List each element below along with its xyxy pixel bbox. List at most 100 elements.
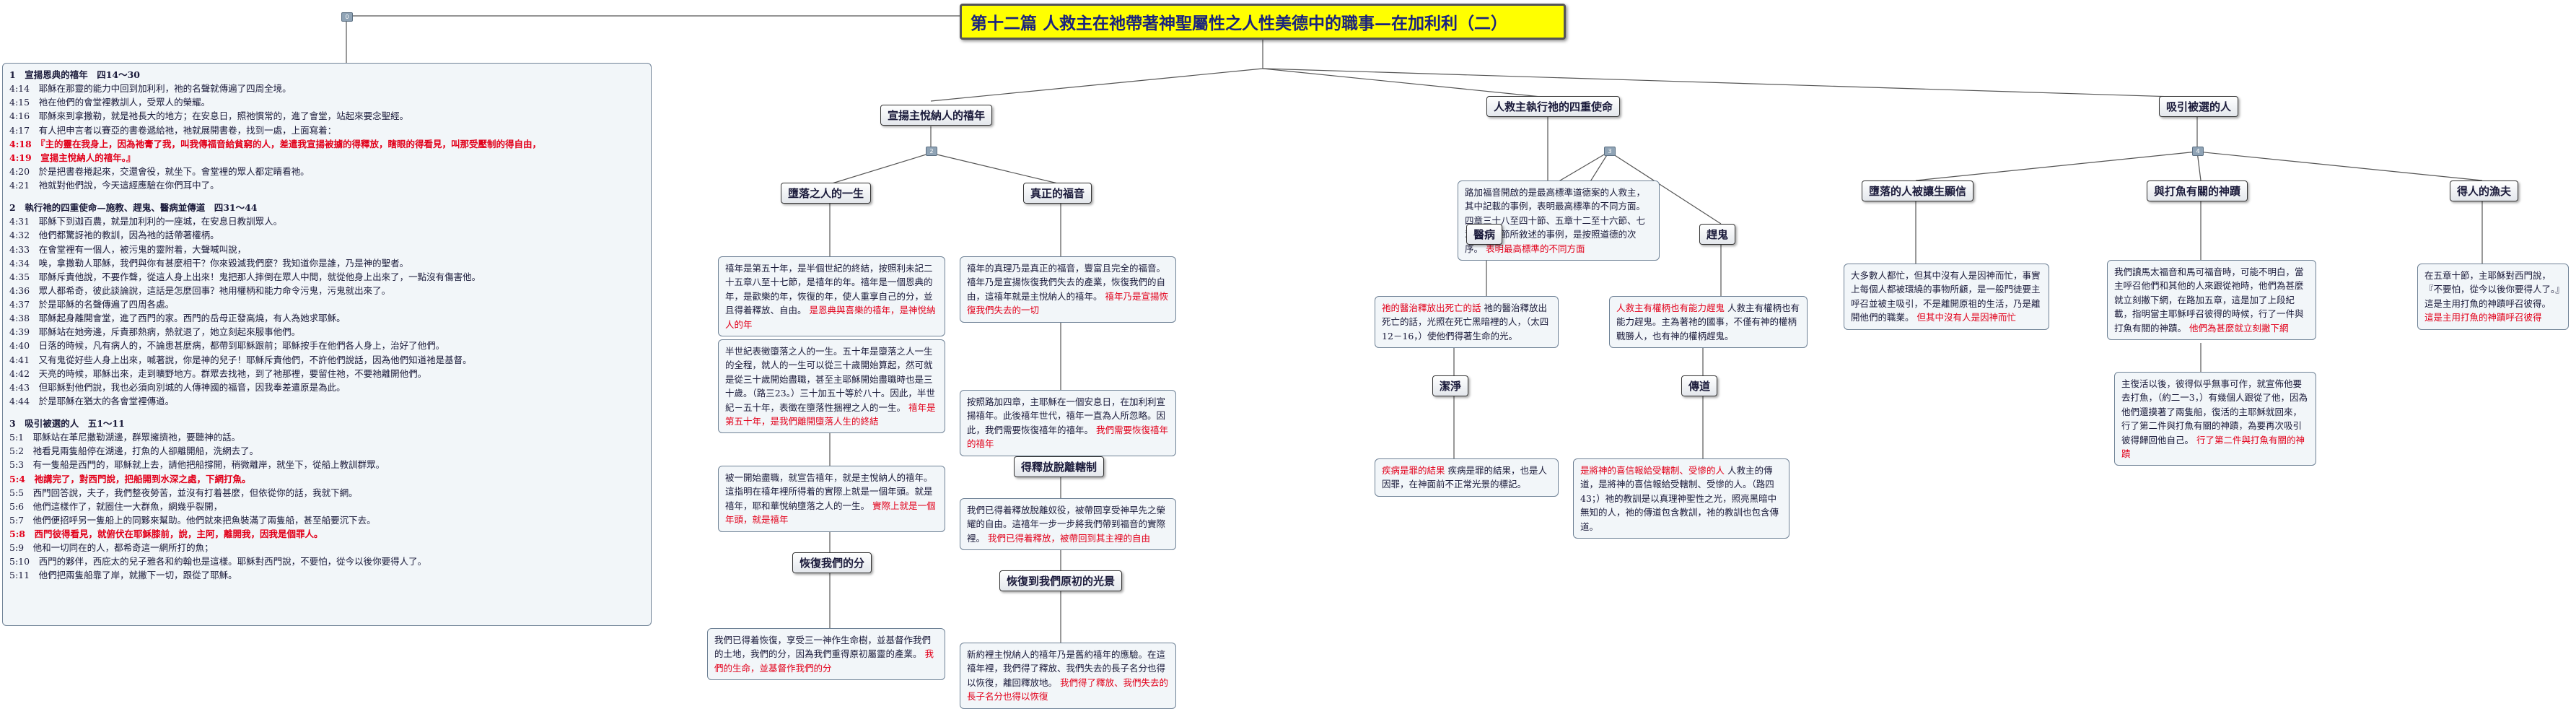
topic-number-marker: 2 [926,147,937,156]
verse: 4:42 天亮的時候，耶穌出來，走到曠野地方。群眾去找祂，到了祂那裡，要留住祂，… [9,367,427,379]
note-text: 按照路加四章，主耶穌在一個安息日，在加利利宣揚禧年。此後禧年世代，禧年一直為人所… [967,396,1166,435]
verse: 5:5 西門回答說，夫子，我們整夜勞苦，並沒有打着甚麼，但依從你的話，我就下網。 [9,487,358,498]
verse: 4:41 又有鬼從好些人身上出來，喊著說，你是神的兒子！耶穌斥責他們，不許他們說… [9,354,472,365]
branch-label: 吸引被選的人 [2166,100,2232,113]
note-recover-portion: 我們已得着恢復，享受三一神作生命樹，並基督作我們的土地，我們的分，因為我們重得原… [707,628,945,681]
central-topic[interactable]: 第十二篇 人救主在祂帶著神聖屬性之人性美德中的職事—在加利利（二） [960,4,1566,40]
note-preach: 是將神的喜信報給受轄制、受慘的人 人救主的傳道，是將神的喜信報給受轄制、受慘的人… [1573,458,1789,539]
branch-label: 人救主執行祂的四重使命 [1494,100,1613,113]
note-fishing-miracle: 我們讀馬太福音和馬可福音時，可能不明白，當主呼召他們和其他的人來跟從祂時，他們為… [2107,260,2316,340]
subtopic-label: 真正的福音 [1030,187,1085,200]
note-second-miracle: 主復活以後，彼得似乎無事可作，就宣佈他要去打魚，（約二一3，）有幾個人跟從了他，… [2114,372,2316,466]
note-highlight: 這是主用打魚的神蹟呼召彼得 [2424,312,2542,323]
verse: 4:15 祂在他們的會堂裡教訓人，受眾人的榮耀。 [9,97,211,108]
note-highlight: 祂的醫治釋放出死亡的話 [1382,303,1481,313]
note-text: 祂的醫治釋放出死亡的話，光照在死亡黑暗裡的人，（太四12－16，）使他們得著生命… [1382,303,1549,342]
note-highlight: 人救主有權柄也有能力趕鬼 [1616,303,1725,313]
verse: 4:31 耶穌下到迦百農，就是加利利的一座城，在安息日教訓眾人。 [9,216,283,227]
verse: 5:10 西門的夥伴，西庇太的兒子雅各和約翰也是這樣。耶穌對西門說，不要怕，從今… [9,556,427,567]
subtopic-fishing-miracle[interactable]: 與打魚有關的神蹟 [2147,180,2248,201]
subtopic-true-gospel[interactable]: 真正的福音 [1023,183,1092,204]
verse: 5:2 祂看見兩隻船停在湖邊，打魚的人卻離開船，洗網去了。 [9,445,259,457]
section-title: 3 吸引被選的人 五1～11 [9,418,125,429]
verse: 4:39 耶穌站在她旁邊，斥責那熱病，熱就退了，她立刻起來服事他們。 [9,326,301,338]
verse: 5:3 有一隻船是西門的，耶穌就上去，請他把船撐開，稍微離岸，就坐下，從船上教訓… [9,459,385,471]
verse: 4:35 耶穌斥責他說，不要作聲，從這人身上出來！鬼把那人摔倒在眾人中間，就從他… [9,271,481,282]
branch-topic-fourfold-mission[interactable]: 人救主執行祂的四重使命 [1486,96,1621,117]
topic-number-marker: 4 [2192,147,2204,156]
subtopic-label: 墮落的人被讓生顯信 [1869,185,1967,198]
note-highlight: 是恩典與喜樂的禧年，是神悅納人的年 [725,305,936,330]
note-cast-out: 人救主有權柄也有能力趕鬼 人救主有權柄也有能力趕鬼。主為著祂的國事，不僅有神的權… [1609,296,1808,349]
verse: 5:11 他們把兩隻船靠了岸，就撇下一切，跟從了耶穌。 [9,570,237,581]
note-text: 人救主有權柄也有能力趕鬼。主為著祂的國事，不僅有神的權柄戰勝人，也有神的權柄趕鬼… [1616,303,1800,342]
branch-topic-attract-elect[interactable]: 吸引被選的人 [2159,96,2239,117]
note-half-century: 半世紀表徵墮落之人的一生。五十年是墮落之人一生的全程，就人的一生可以從三十歲開始… [718,339,945,434]
verse: 4:40 日落的時候，凡有病人的，不論患甚麼病，都帶到耶穌跟前；耶穌按手在他們各… [9,340,445,352]
subtopic-label: 潔淨 [1440,380,1462,393]
note-text: 我們已得着恢復，享受三一神作生命樹，並基督作我們的土地，我們的分，因為我們重得原… [714,635,932,660]
note-proclaim-jubilee: 按照路加四章，主耶穌在一個安息日，在加利利宣揚禧年。此後禧年世代，禧年一直為人所… [960,390,1176,456]
note-text: 主復活以後，彼得似乎無事可作，就宣佈他要去打魚，（約二一3，）有幾個人跟從了他，… [2121,378,2308,445]
note-gospel-truth: 禧年的真理乃是真正的福音，豐富且完全的福音。禧年乃是宣揚恢復我們失去的產業，恢復… [960,256,1176,323]
subtopic-cast-out[interactable]: 趕鬼 [1699,224,1736,245]
verse-highlight: 4:18 『主的靈在我身上，因為祂膏了我，叫我傳福音給貧窮的人，差遣我宣揚被擄的… [9,138,541,149]
topic-number-marker: 3 [1604,147,1616,156]
scripture-reading-note: 1 宣揚恩典的禧年 四14～30 4:14 耶穌在那靈的能力中回到加利利，祂的名… [2,63,652,626]
note-released: 我們已得着釋放脫離奴役，被帶回享受神早先之榮耀的自由。這禧年一步一步將我們帶到福… [960,498,1176,551]
verse: 5:7 他們便招呼另一隻船上的同夥來幫助。他們就來把魚裝滿了兩隻船，甚至船要沉下… [9,514,376,526]
subtopic-fallen-life[interactable]: 墮落之人的一生 [781,183,872,204]
subtopic-preach[interactable]: 傳道 [1681,375,1718,396]
verse: 4:21 祂就對他們說，今天這經應驗在你們耳中了。 [9,180,219,191]
verse: 4:33 在會堂裡有一個人，被污鬼的靈附着，大聲喊叫說， [9,243,247,255]
note-acceptable-year: 被一開始盡職，就宣告禧年，就是主悅納人的禧年。這指明在禧年裡所得着的實際上就是一… [718,466,945,532]
note-text: 我們讀馬太福音和馬可福音時，可能不明白，當主呼召他們和其他的人來跟從祂時，他們為… [2114,266,2304,334]
note-highlight: 疾病是罪的結果 [1382,465,1445,476]
branch-topic-jubilee[interactable]: 宣揚主悅納人的禧年 [880,105,993,126]
mindmap-connectors [346,15,2483,643]
verse-highlight: 5:4 祂講完了，對西門說，把船開到水深之處，下網打魚。 [9,473,251,484]
verse: 4:37 於是耶穌的名聲傳遍了四周各處。 [9,299,175,310]
subtopic-label: 與打魚有關的神蹟 [2154,185,2241,198]
note-highlight: 我們的生命，並基督作我們的分 [714,648,934,674]
verse-highlight: 5:8 西門彼得看見，就俯伏在耶穌膝前，說，主阿，離開我，因我是個罪人。 [9,529,323,539]
subtopic-fallen-elect[interactable]: 墮落的人被讓生顯信 [1862,180,1974,201]
note-text: 半世紀表徵墮落之人的一生。五十年是墮落之人一生的全程，就人的一生可以從三十歲開始… [725,346,935,413]
subtopic-label: 恢復到我們原初的光景 [1007,575,1116,588]
note-highlight: 他們為甚麼就立刻撇下網 [2189,322,2289,334]
note-fallen-elect: 大多數人都忙，但其中沒有人是因神而忙，事實上每個人都被環繞的事物所顧，是一般門徒… [1844,264,2049,330]
subtopic-recover-portion[interactable]: 恢復我們的分 [792,552,872,573]
verse: 4:17 有人把申言者以賽亞的書卷遞給祂，祂就展開書卷，找到一處，上面寫着： [9,124,337,136]
note-text: 我們已得着釋放脫離奴役，被帶回享受神早先之榮耀的自由。這禧年一步一步將我們帶到福… [967,505,1166,544]
verse: 4:20 於是把書卷捲起來，交還會役，就坐下。會堂裡的眾人都定睛看祂。 [9,165,310,177]
verse: 4:43 但耶穌對他們說，我也必須向別城的人傳神國的福音，因我奉差遣原是為此。 [9,381,346,393]
note-text: 大多數人都忙，但其中沒有人是因神而忙，事實上每個人都被環繞的事物所顧，是一般門徒… [1851,270,2041,323]
topic-number-marker: 0 [341,12,353,22]
note-cleanse: 疾病是罪的結果 疾病是罪的結果，也是人因罪，在神面前不正常光景的標記。 [1375,458,1559,497]
note-text: 被一開始盡職，就宣告禧年，就是主悅納人的禧年。這指明在禧年裡所得着的實際上就是一… [725,472,933,511]
subtopic-recover-original[interactable]: 恢復到我們原初的光景 [999,570,1123,591]
subtopic-heal[interactable]: 醫病 [1466,224,1503,245]
note-highlight: 表明最高標準的不同方面 [1486,243,1585,254]
verse: 4:36 眾人都希奇，彼此談論說，這話是怎麼回事？祂用權柄和能力命令污鬼，污鬼就… [9,284,391,296]
note-heal: 祂的醫治釋放出死亡的話 祂的醫治釋放出死亡的話，光照在死亡黑暗裡的人，（太四12… [1375,296,1559,349]
subtopic-release-bondage[interactable]: 得釋放脫離轄制 [1014,456,1105,477]
subtopic-label: 得人的漁夫 [2457,185,2512,198]
note-recover-original: 新約裡主悅納人的禧年乃是舊約禧年的應驗。在這禧年裡，我們得了釋放、我們失去的長子… [960,643,1176,709]
subtopic-label: 傳道 [1688,380,1711,393]
note-highlight: 我們需要恢復禧年的禧年 [967,424,1169,450]
verse: 4:14 耶穌在那靈的能力中回到加利利，祂的名聲就傳遍了四周全境。 [9,83,292,95]
verse: 5:1 耶穌站在革尼撒勒湖邊，群眾擁擠祂，要聽神的話。 [9,432,241,443]
subtopic-fishers-of-men[interactable]: 得人的漁夫 [2450,180,2519,201]
note-highlight: 實際上就是一個年頭，就是禧年 [725,500,936,526]
verse: 5:6 他們這樣作了，就圈住一大群魚，網幾乎裂開， [9,500,223,512]
verse: 4:16 耶穌來到拿撒勒，就是祂長大的地方；在安息日，照祂慣常的，進了會堂，站起… [9,110,409,122]
verse: 4:32 他們都驚訝祂的教訓，因為祂的話帶著權柄。 [9,230,219,241]
subtopic-cleanse[interactable]: 潔淨 [1432,375,1469,396]
note-text: 路加福音開啟的是最高標準道德案的人救主，其中記載的事例，表明最高標準的不同方面。… [1465,187,1646,254]
subtopic-label: 趕鬼 [1707,228,1729,241]
branch-label: 宣揚主悅納人的禧年 [888,109,986,122]
note-text: 禧年是第五十年，是半個世紀的終結，按照利未記二十五章八至十七節，是禧年的年。禧年… [725,263,933,316]
note-highlight: 但其中沒有人是因神而忙 [1916,312,2017,323]
subtopic-label: 墮落之人的一生 [788,187,864,200]
